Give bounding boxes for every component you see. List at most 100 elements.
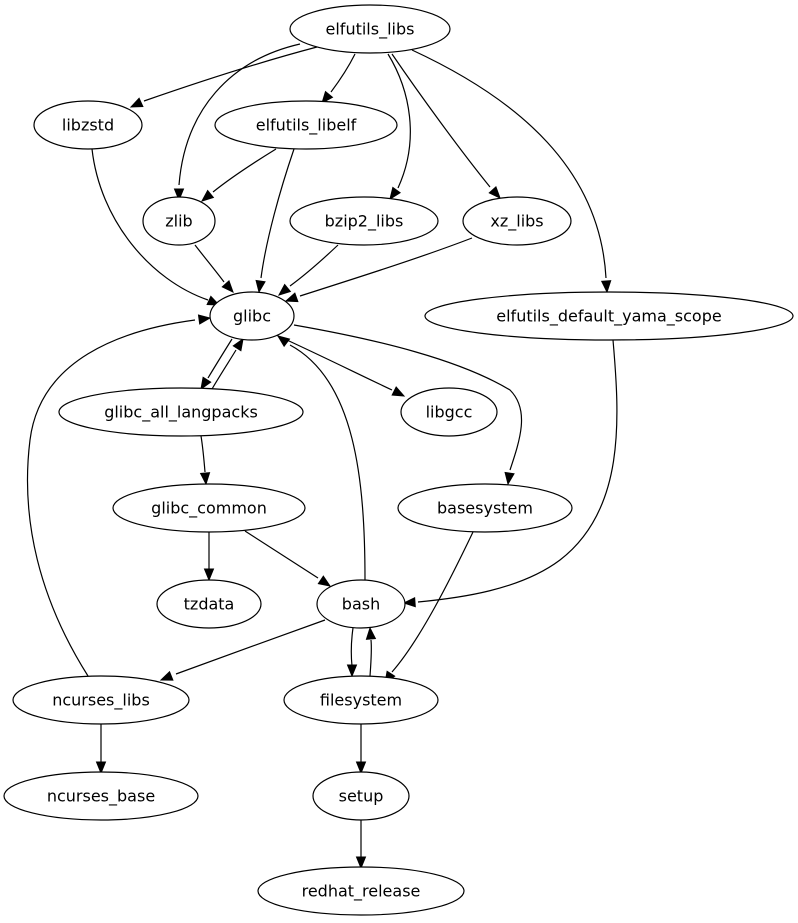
node-elfutils_libs: elfutils_libs	[289, 4, 451, 54]
node-label: bash	[342, 595, 380, 614]
arrowhead-icon	[391, 386, 406, 397]
arrowhead-icon	[321, 90, 334, 105]
node-bash: bash	[316, 579, 406, 629]
node-label: xz_libs	[490, 212, 543, 232]
edge-bash-to-glibc	[276, 335, 366, 581]
edge-line	[289, 344, 366, 581]
node-ncurses_base: ncurses_base	[3, 771, 199, 821]
node-shape	[156, 579, 262, 629]
edge-line	[417, 339, 618, 603]
edge-elfutils_libs-to-xz_libs	[391, 53, 501, 199]
node-label: glibc	[233, 307, 271, 326]
edge-glibc-to-libgcc	[275, 334, 406, 397]
edge-line	[391, 53, 491, 188]
node-shape	[316, 579, 406, 629]
edge-line	[212, 148, 277, 193]
edge-line	[194, 244, 225, 283]
edge-line	[175, 619, 326, 675]
node-shape	[289, 196, 439, 246]
arrowhead-icon	[276, 335, 291, 348]
arrowhead-icon	[355, 856, 367, 870]
node-label: ncurses_libs	[52, 691, 150, 711]
arrowhead-icon	[600, 280, 612, 294]
edge-elfutils_libs-to-libzstd	[129, 46, 318, 108]
edge-filesystem-to-setup	[355, 724, 367, 775]
arrowhead-icon	[488, 185, 501, 199]
edge-glibc-to-glibc_all_langpacks	[200, 338, 233, 391]
arrowhead-icon	[284, 292, 299, 303]
node-label: libzstd	[62, 116, 114, 135]
node-label: basesystem	[437, 499, 533, 518]
node-shape	[312, 771, 410, 821]
node-shape	[400, 387, 498, 437]
edge-line	[369, 639, 373, 677]
node-libgcc: libgcc	[400, 387, 498, 437]
arrowhead-icon	[504, 471, 515, 486]
node-shape	[209, 291, 295, 341]
node-shape	[424, 291, 794, 341]
node-tzdata: tzdata	[156, 579, 262, 629]
arrowhead-icon	[200, 376, 212, 391]
edge-bash-to-filesystem	[346, 627, 358, 678]
node-label: ncurses_base	[47, 787, 155, 807]
edge-line	[411, 49, 607, 279]
edge-line	[178, 43, 301, 186]
edge-line	[289, 244, 339, 287]
node-label: elfutils_libelf	[256, 116, 357, 136]
node-glibc_all_langpacks: glibc_all_langpacks	[58, 387, 304, 437]
arrowhead-icon	[255, 279, 266, 294]
node-shape	[397, 483, 573, 533]
edge-elfutils_libs-to-zlib	[173, 43, 301, 202]
arrowhead-icon	[129, 97, 144, 108]
node-basesystem: basesystem	[397, 483, 573, 533]
node-shape	[12, 675, 190, 725]
arrowhead-icon	[402, 596, 416, 608]
node-label: setup	[339, 787, 384, 806]
edges-layer	[26, 43, 618, 870]
arrowhead-icon	[95, 761, 107, 775]
edge-line	[26, 319, 196, 677]
arrowhead-icon	[389, 186, 402, 201]
node-elfutils_libelf: elfutils_libelf	[214, 100, 398, 150]
node-zlib: zlib	[142, 196, 216, 246]
node-label: glibc_common	[151, 499, 267, 519]
edge-line	[387, 53, 411, 189]
node-shape	[214, 100, 398, 150]
edge-glibc-to-basesystem	[293, 324, 523, 486]
arrowhead-icon	[197, 314, 212, 325]
edge-bzip2_libs-to-glibc	[277, 244, 339, 296]
edge-line	[91, 148, 209, 301]
arrowhead-icon	[159, 670, 174, 681]
edge-elfutils_libelf-to-zlib	[200, 148, 277, 202]
node-label: libgcc	[426, 403, 473, 422]
edge-line	[143, 46, 318, 102]
node-label: redhat_release	[302, 882, 421, 902]
edge-line	[244, 530, 319, 579]
arrowhead-icon	[277, 283, 292, 296]
node-shape	[283, 675, 439, 725]
node-label: bzip2_libs	[325, 212, 404, 232]
edge-line	[260, 148, 295, 279]
edge-elfutils_libs-to-elfutils_libelf	[321, 53, 356, 105]
edge-line	[350, 627, 354, 667]
node-label: elfutils_libs	[326, 20, 415, 40]
edge-glibc_all_langpacks-to-glibc_common	[199, 435, 211, 486]
node-setup: setup	[312, 771, 410, 821]
node-shape	[112, 483, 306, 533]
arrowhead-icon	[200, 189, 215, 202]
arrowhead-icon	[317, 575, 332, 587]
edge-line	[330, 53, 356, 93]
node-label: glibc_all_langpacks	[104, 403, 258, 423]
edge-elfutils_libs-to-elfutils_default_yama_scope	[411, 49, 612, 294]
edge-elfutils_libelf-to-glibc	[255, 148, 295, 294]
edge-filesystem-to-bash	[365, 626, 377, 677]
edge-line	[293, 324, 523, 471]
edge-line	[207, 338, 233, 379]
node-shape	[289, 4, 451, 54]
node-libzstd: libzstd	[33, 100, 143, 150]
node-shape	[257, 866, 465, 916]
node-shape	[33, 100, 143, 150]
edge-ncurses_libs-to-glibc	[26, 314, 212, 677]
node-elfutils_default_yama_scope: elfutils_default_yama_scope	[424, 291, 794, 341]
